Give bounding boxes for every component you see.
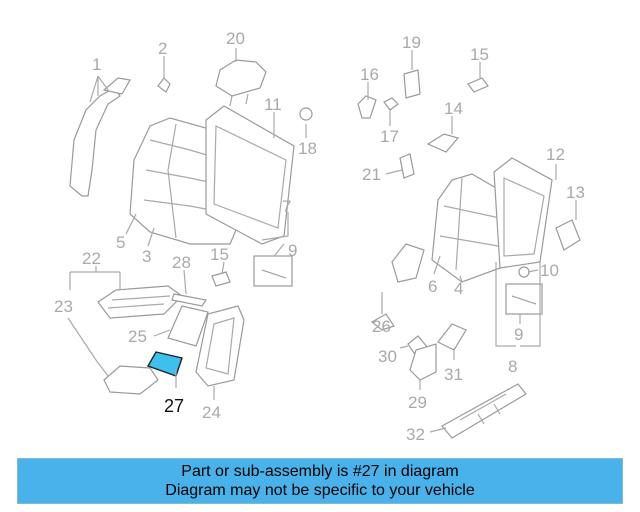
right-seat-back-part [431,173,511,283]
armrest-cover-lines [107,295,171,309]
callout-14: 14 [444,99,463,118]
callout-26: 26 [372,317,391,336]
callout-28: 28 [172,253,191,272]
leader-25 [153,329,171,337]
bolster-top-part [102,77,131,95]
armrest-frame-inner [205,317,235,375]
bracket-29-part [409,343,437,381]
callout-13: 13 [566,183,585,202]
callout-5: 5 [116,233,125,252]
leader-4 [459,275,463,283]
long-bar-detail [459,393,507,425]
leader-9a [273,243,285,257]
lock-bracket-part [391,243,425,283]
callout-15a: 15 [210,245,229,264]
cushion-edge [167,123,177,239]
callout-15b: 15 [470,45,489,64]
leader-22 [69,266,121,290]
banner-line-part-number: Part or sub-assembly is #27 in diagram [181,463,459,480]
callout-29: 29 [408,393,427,412]
highlighted-part-27 [146,351,183,377]
hardware-bolt [261,269,287,279]
callout-32: 32 [406,425,425,444]
right-bracket-part [555,219,581,251]
callout-18: 18 [298,139,317,158]
trim-strip-part [171,293,208,307]
leader-6 [433,255,441,275]
right-cushion-seam [439,177,501,271]
leader-1 [89,75,109,103]
callout-6: 6 [428,277,437,296]
callout-1: 1 [92,55,101,74]
callout-9a: 9 [288,241,297,260]
right-rear-frame-part [493,157,553,269]
leader-32 [429,427,447,433]
leader-5 [125,213,137,235]
long-bar-part [441,383,527,439]
callout-17: 17 [380,127,399,146]
leader-30 [399,345,409,349]
banner-line-disclaimer: Diagram may not be specific to your vehi… [165,482,475,499]
callout-4: 4 [454,279,463,298]
nut-part [299,107,313,121]
leader-21 [385,169,403,175]
callout-27: 27 [164,396,184,416]
callout-22: 22 [82,249,101,268]
latch-part [403,69,421,99]
leader-10 [527,269,539,273]
callout-24: 24 [202,403,221,422]
callout-19: 19 [402,33,421,52]
leader-8 [495,262,541,347]
leader-23 [67,317,109,377]
callout-30: 30 [378,347,397,366]
callout-25: 25 [128,327,147,346]
callout-16: 16 [360,65,379,84]
callout-12: 12 [546,145,565,164]
parts-diagram: 1 2 20 11 18 3 5 7 9 15 22 28 23 25 27 2… [54,29,585,444]
right-rear-frame-inner [503,177,545,257]
leader-7 [261,212,289,241]
callout-20: 20 [226,29,245,48]
callout-7: 7 [282,197,291,216]
clip-part [157,77,171,93]
headrest-posts [229,93,249,107]
hardware-box [253,255,293,287]
callout-31: 31 [444,365,463,384]
leader-3 [147,227,155,247]
clip-16-part [357,95,377,119]
right-bolt-part [467,77,489,93]
bracket-31-part [437,323,467,351]
panel-part [167,305,209,347]
side-bolster-part [69,87,121,197]
callout-10: 10 [540,261,559,280]
knob-part [399,153,415,179]
cup-holder-part [103,365,159,395]
screw-10-part [518,266,530,278]
handle-part [426,133,460,153]
callout-11: 11 [264,95,282,114]
clip-26-part [370,313,395,331]
bolt-part [211,271,231,287]
leader-15a [221,261,225,275]
callout-3: 3 [142,247,151,266]
callout-23: 23 [54,297,73,316]
callout-2: 2 [158,39,167,58]
callout-9b: 9 [514,325,523,344]
info-banner: Part or sub-assembly is #27 in diagram D… [17,458,623,504]
screw-17-part [383,97,399,111]
right-hardware-bolt [511,295,537,305]
callout-21: 21 [362,165,381,184]
right-hardware-box [505,283,543,315]
callout-8: 8 [508,357,517,376]
leader-28 [183,269,187,295]
rear-frame-inner [213,125,287,229]
headrest-part [215,59,267,97]
armrest-frame-part [195,305,245,387]
armrest-cover-part [97,285,183,319]
